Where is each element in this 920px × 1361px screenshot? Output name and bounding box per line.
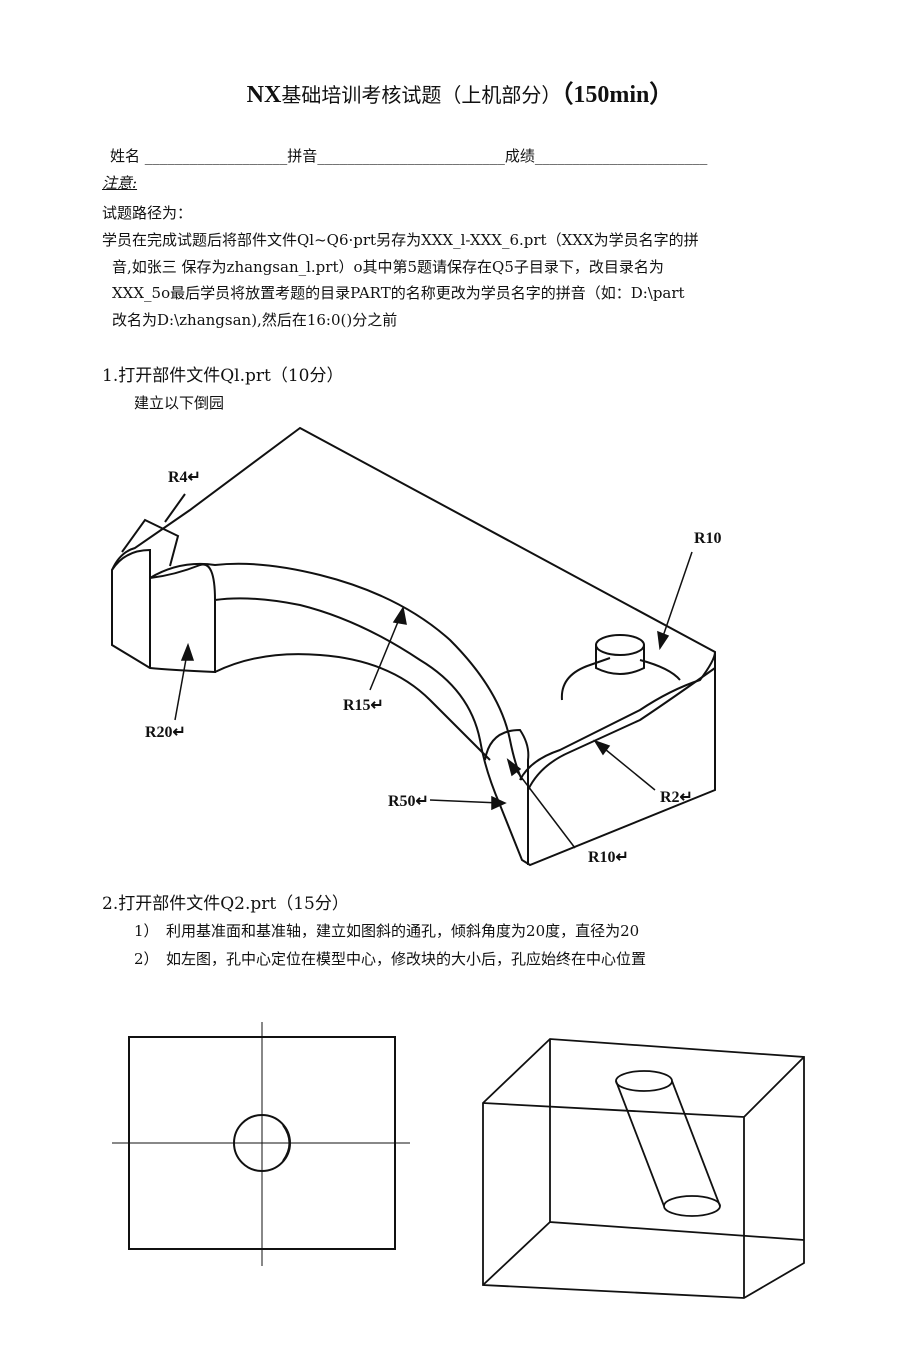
notice-line: 改名为D:\zhangsan),然后在16:0()分之前	[112, 311, 398, 329]
label-r10-bottom: R10↵	[588, 849, 629, 866]
notice-line: XXX_5o最后学员将放置考题的目录PART的名称更改为学员名字的拼音（如：D:…	[112, 284, 685, 302]
q1-heading: 1.打开部件文件Ql.prt（10分）	[102, 366, 344, 386]
q1-subtitle: 建立以下倒园	[134, 394, 225, 412]
score-label: 成绩	[504, 147, 535, 165]
score-field[interactable]: _______________________	[534, 147, 708, 165]
label-r4: R4↵	[168, 469, 201, 486]
top-view-figure	[112, 1022, 410, 1266]
name-field[interactable]: ___________________	[144, 147, 288, 165]
notice-line: 试题路径为：	[102, 204, 193, 222]
form-line: 姓名 ___________________拼音________________…	[110, 145, 707, 166]
notice-line: 音,如张三 保存为zhangsan_l.prt）o其中第5题请保存在Q5子目录下…	[112, 258, 664, 276]
label-r15: R15↵	[343, 697, 384, 714]
q2-item: 2） 如左图，孔中心定位在模型中心，修改块的大小后，孔应始终在中心位置	[134, 950, 647, 968]
iso-block-figure	[482, 1038, 805, 1299]
q2-item: 1） 利用基准面和基准轴，建立如图斜的通孔，倾斜角度为20度，直径为20	[134, 922, 640, 940]
label-r2: R2↵	[660, 789, 693, 806]
label-r50: R50↵	[388, 793, 429, 810]
label-r20: R20↵	[145, 724, 186, 741]
name-label: 姓名	[110, 147, 141, 165]
pinyin-field[interactable]: _________________________	[317, 147, 505, 165]
pinyin-label: 拼音	[287, 147, 318, 165]
leader-arrows	[174, 551, 693, 849]
notice-line: 学员在完成试题后将部件文件Ql~Q6·prt另存为XXX_l-XXX_6.prt…	[102, 231, 699, 249]
fillet-part-figure	[111, 426, 716, 867]
page-title: NX基础培训考核试题（上机部分）（150min）	[246, 82, 674, 108]
notice-heading: 注意:	[102, 174, 138, 192]
label-r10-top: R10	[694, 530, 722, 547]
q2-heading: 2.打开部件文件Q2.prt（15分）	[102, 894, 349, 914]
